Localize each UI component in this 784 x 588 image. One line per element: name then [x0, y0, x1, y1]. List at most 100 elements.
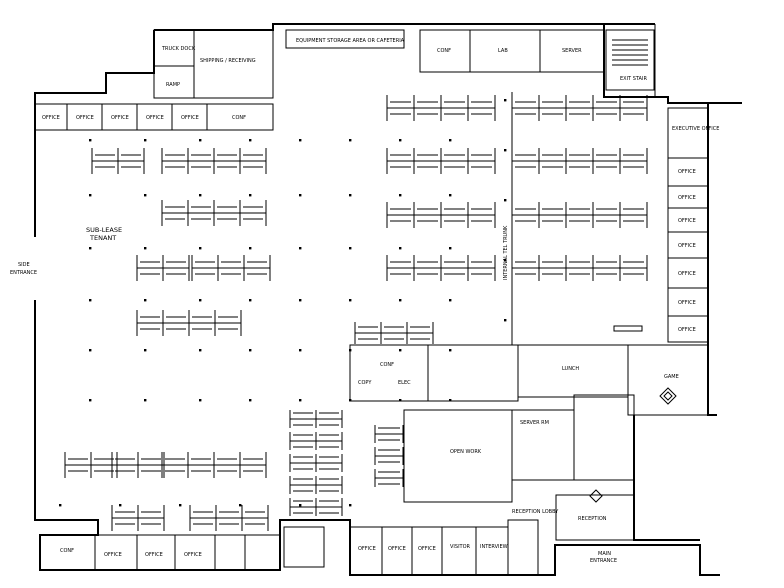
center-rooms: [349, 92, 709, 541]
office-label: OFFICE: [358, 546, 376, 552]
lunch-label: LUNCH: [562, 366, 579, 372]
office-label: OFFICE: [146, 115, 164, 121]
cubicle-clusters: [64, 95, 648, 531]
pillar: [449, 194, 452, 197]
pillar: [199, 194, 202, 197]
pillar: [449, 399, 452, 402]
pillar: [349, 399, 352, 402]
pillar: [299, 139, 302, 142]
pillar: [504, 199, 507, 202]
cubicle-cluster: [161, 452, 267, 478]
pillar: [399, 349, 402, 352]
pillar: [144, 399, 147, 402]
pillar: [299, 247, 302, 250]
pillar: [144, 349, 147, 352]
conf-mid-label: CONF: [380, 362, 394, 368]
cubicle-cluster: [161, 200, 267, 226]
pillar: [119, 504, 122, 507]
cubicle-cluster: [191, 255, 271, 281]
pillar: [449, 247, 452, 250]
pillar: [349, 247, 352, 250]
pillar: [179, 504, 182, 507]
pillar: [349, 139, 352, 142]
pillar: [504, 149, 507, 152]
pillar: [299, 349, 302, 352]
copy-label: COPY: [358, 380, 372, 386]
open-work-label: OPEN WORK: [450, 449, 482, 455]
reception-label: RECEPTION: [578, 516, 607, 522]
pillar: [199, 299, 202, 302]
pillar: [144, 299, 147, 302]
office-label: OFFICE: [678, 195, 696, 201]
pillar: [89, 399, 92, 402]
pillar: [89, 247, 92, 250]
right-offices: [667, 107, 709, 343]
office-label: OFFICE: [678, 327, 696, 333]
pillar: [239, 504, 242, 507]
cubicle-cluster: [111, 452, 165, 478]
pillar: [349, 504, 352, 507]
visitor-label: VISITOR: [450, 544, 471, 550]
pillar: [449, 139, 452, 142]
cubicle-cluster: [289, 454, 343, 472]
pillar: [144, 194, 147, 197]
pillar: [199, 139, 202, 142]
cubicle-cluster: [374, 447, 404, 465]
cubicle-cluster: [374, 425, 404, 443]
stair-treads: [612, 39, 648, 66]
office-label: OFFICE: [678, 169, 696, 175]
office-label: OFFICE: [678, 300, 696, 306]
conf-left-label: CONF: [232, 115, 246, 121]
executive-office-label: EXECUTIVE OFFICE: [672, 126, 719, 132]
bottom-rooms: [39, 519, 539, 576]
pillar: [199, 399, 202, 402]
office-label: OFFICE: [678, 243, 696, 249]
pillar: [249, 399, 252, 402]
office-label: OFFICE: [678, 218, 696, 224]
cubicle-cluster: [111, 505, 165, 531]
pillar: [449, 299, 452, 302]
server-label: SERVER: [562, 48, 582, 54]
pillar: [199, 349, 202, 352]
exit-stair-label: EXIT STAIR: [620, 76, 647, 82]
cubicle-cluster: [189, 505, 269, 531]
game-room-label: GAME: [664, 374, 679, 380]
truck-dock-label: TRUCK DOCK: [161, 46, 196, 52]
main-entrance-label: MAIN: [598, 551, 611, 557]
pillar: [399, 139, 402, 142]
server-room-label: SERVER RM: [520, 420, 549, 426]
pillar: [399, 194, 402, 197]
room-labels: TRUCK DOCK RAMP SHIPPING / RECEIVING EQU…: [10, 38, 719, 564]
pillar: [199, 247, 202, 250]
cubicle-cluster: [289, 432, 343, 450]
office-label: OFFICE: [42, 115, 60, 121]
pillar: [89, 349, 92, 352]
side-entrance-label: ENTRANCE: [10, 270, 37, 276]
top-rooms: [153, 29, 655, 99]
pillar: [349, 194, 352, 197]
pillar: [399, 247, 402, 250]
pillar: [249, 139, 252, 142]
structural-pillars: [59, 99, 507, 507]
pillar: [59, 504, 62, 507]
pillar: [144, 247, 147, 250]
interview-label: INTERVIEW: [480, 544, 508, 550]
reception-lobby-label: RECEPTION LOBBY: [512, 509, 559, 515]
entrance-symbol: [589, 489, 603, 503]
pillar: [299, 399, 302, 402]
cubicle-cluster: [136, 310, 242, 336]
lab-label: LAB: [498, 48, 508, 54]
corridor-note-label: INTERNAL TEL TRUNK: [503, 225, 509, 280]
office-label: OFFICE: [184, 552, 202, 558]
office-label: OFFICE: [418, 546, 436, 552]
cubicle-cluster: [511, 148, 648, 174]
pillar: [144, 139, 147, 142]
pillar: [399, 399, 402, 402]
side-entrance-label: SIDE: [18, 262, 30, 268]
equipment-storage-label: EQUIPMENT STORAGE AREA OR CAFETERIA: [296, 38, 405, 44]
sublease-label: SUB-LEASE: [86, 226, 122, 234]
shipping-receiving-label: SHIPPING / RECEIVING: [200, 58, 256, 64]
pillar: [299, 504, 302, 507]
ramp-label: RAMP: [166, 82, 180, 88]
cubicle-cluster: [289, 410, 343, 428]
